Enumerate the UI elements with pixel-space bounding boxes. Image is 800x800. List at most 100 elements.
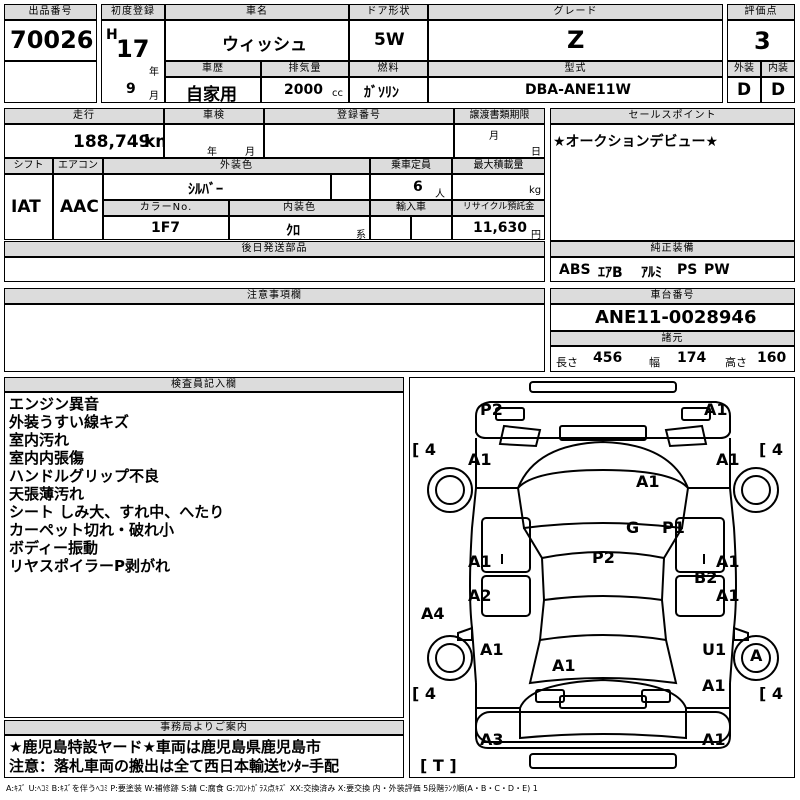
notes-label: 注意事項欄 xyxy=(4,288,545,304)
remark-line: 室内内張傷 xyxy=(9,449,85,467)
car-outline xyxy=(427,381,779,769)
specs-label: 諸元 xyxy=(550,331,795,346)
damage-mark: A xyxy=(750,646,763,665)
interior-score: D xyxy=(771,80,786,100)
inspector-label: 検査員記入欄 xyxy=(4,377,404,392)
recycle-label: リサイクル預託金 xyxy=(452,200,545,216)
chassis-label: 車台番号 xyxy=(550,288,795,304)
transfer-day: 日 xyxy=(531,147,541,158)
interior-cell: D xyxy=(761,77,795,103)
sales-point-cell: ★オークションデビュー★ xyxy=(550,124,795,241)
exterior-score: D xyxy=(737,80,752,100)
car-name-label: 車名 xyxy=(165,4,349,20)
remark-line: エンジン異音 xyxy=(9,395,100,413)
lot-label: 出品番号 xyxy=(4,4,97,20)
door: 5W xyxy=(374,30,405,50)
damage-mark: A4 xyxy=(421,604,445,623)
damage-mark: P2 xyxy=(592,548,615,567)
reg-year: 17 xyxy=(116,35,150,63)
chassis-number: ANE11-0028946 xyxy=(595,307,757,328)
remark-line: 天張薄汚れ xyxy=(9,485,85,503)
length-label: 長さ xyxy=(556,356,578,369)
remark-line: ボディー振動 xyxy=(9,539,98,557)
damage-mark: B2 xyxy=(694,568,718,587)
lot-cell: 70026 xyxy=(4,20,97,61)
damage-mark: A1 xyxy=(716,552,740,571)
ac-cell: AAC xyxy=(53,174,103,240)
damage-mark: P1 xyxy=(662,518,685,537)
model: DBA-ANE11W xyxy=(525,82,631,98)
later-parts-label: 後日発送部品 xyxy=(4,241,545,257)
ext-color-label: 外装色 xyxy=(103,158,370,174)
reg-month: 9 xyxy=(126,81,136,97)
inspection-year-unit: 年 xyxy=(207,147,217,158)
damage-mark: A1 xyxy=(716,450,740,469)
capacity-cell: 6 人 xyxy=(370,174,452,200)
tire-rear-right: [ 4 xyxy=(759,440,784,459)
first-reg-label: 初度登録 xyxy=(101,4,165,20)
ext-color-extra xyxy=(331,174,370,200)
exterior-label: 外装 xyxy=(727,61,761,77)
lot-number: 70026 xyxy=(10,26,94,54)
sales-point-text: ★オークションデビュー★ xyxy=(553,134,719,150)
int-color-label: 内装色 xyxy=(229,200,370,216)
grade: Z xyxy=(567,26,585,54)
exterior-cell: D xyxy=(727,77,761,103)
model-label: 型式 xyxy=(428,61,723,77)
ac-label: エアコン xyxy=(53,158,103,174)
score-cell: 3 xyxy=(727,20,795,61)
score-label: 評価点 xyxy=(727,4,795,20)
displacement-label: 排気量 xyxy=(261,61,349,77)
remark-line: ハンドルグリップ不良 xyxy=(9,467,160,485)
year-unit: 年 xyxy=(149,67,159,78)
damage-diagram: P2 A1 A1 A1 A1 G P1 P2 A1 A1 A2 A1 B2 A4… xyxy=(409,377,795,778)
interior-label: 内装 xyxy=(761,61,795,77)
recycle-cell: 11,630 円 xyxy=(452,216,545,241)
import-label: 輸入車 xyxy=(370,200,452,216)
remark-line: カーペット切れ・破れ小 xyxy=(9,521,175,539)
tire-front-right: [ 4 xyxy=(759,684,784,703)
mileage-label: 走行 xyxy=(4,108,164,124)
specs-cell: 長さ 456 幅 174 高さ 160 xyxy=(550,346,795,372)
ext-color-cell: ｼﾙﾊﾞｰ xyxy=(103,174,331,200)
damage-mark: A1 xyxy=(702,730,726,749)
history-label: 車歴 xyxy=(165,61,261,77)
damage-mark: A1 xyxy=(468,552,492,571)
fuel: ｶﾞｿﾘﾝ xyxy=(364,85,399,101)
tire-front-left: [ 4 xyxy=(412,684,437,703)
office-line: 注意：落札車両の搬出は全て西日本輸送ｾﾝﾀｰ手配 xyxy=(9,757,340,775)
spare-tire: [ T ] xyxy=(420,756,457,775)
inspection-month-unit: 月 xyxy=(245,147,255,158)
office-label: 事務局よりご案内 xyxy=(4,720,404,735)
equipment-alloy: ｱﾙﾐ xyxy=(641,265,662,281)
height-label: 高さ xyxy=(725,356,747,369)
mileage: 188,749 xyxy=(73,132,151,152)
inspector-cell: エンジン異音 外装うすい線キズ 室内汚れ 室内内張傷 ハンドルグリップ不良 天張… xyxy=(4,392,404,718)
displacement-cell: 2000 cc xyxy=(261,77,349,103)
door-label: ドア形状 xyxy=(349,4,428,20)
fuel-cell: ｶﾞｿﾘﾝ xyxy=(349,77,428,103)
recycle-unit: 円 xyxy=(531,230,541,241)
office-line: ★鹿児島特設ヤード★車両は鹿児島県鹿児島市 xyxy=(9,738,321,756)
color-no: 1F7 xyxy=(151,220,181,236)
equipment-ps: PS xyxy=(677,262,698,278)
shift-cell: IAT xyxy=(4,174,53,240)
remark-line: シート しみ大、すれ中、へたり xyxy=(9,503,225,521)
transfer-label: 譲渡書類期限 xyxy=(454,108,545,124)
car-name-cell: ウィッシュ xyxy=(165,20,349,61)
later-parts-cell xyxy=(4,257,545,282)
history-cell: 自家用 xyxy=(165,77,261,105)
transfer-cell: 月 日 xyxy=(454,124,545,158)
sales-point-label: セールスポイント xyxy=(550,108,795,124)
door-cell: 5W xyxy=(349,20,428,61)
damage-mark: A1 xyxy=(636,472,660,491)
inspector-remarks: エンジン異音 外装うすい線キズ 室内汚れ 室内内張傷 ハンドルグリップ不良 天張… xyxy=(9,395,224,575)
remark-line: リヤスポイラーP剥がれ xyxy=(9,557,170,575)
displacement: 2000 xyxy=(284,82,323,98)
width: 174 xyxy=(677,350,707,366)
remark-line: 外装うすい線キズ xyxy=(9,413,130,431)
office-notice: ★鹿児島特設ヤード★車両は鹿児島県鹿児島市 注意：落札車両の搬出は全て西日本輸送… xyxy=(9,738,339,776)
registration-label: 登録番号 xyxy=(264,108,454,124)
car-name: ウィッシュ xyxy=(222,35,307,55)
capacity: 6 xyxy=(413,179,423,195)
